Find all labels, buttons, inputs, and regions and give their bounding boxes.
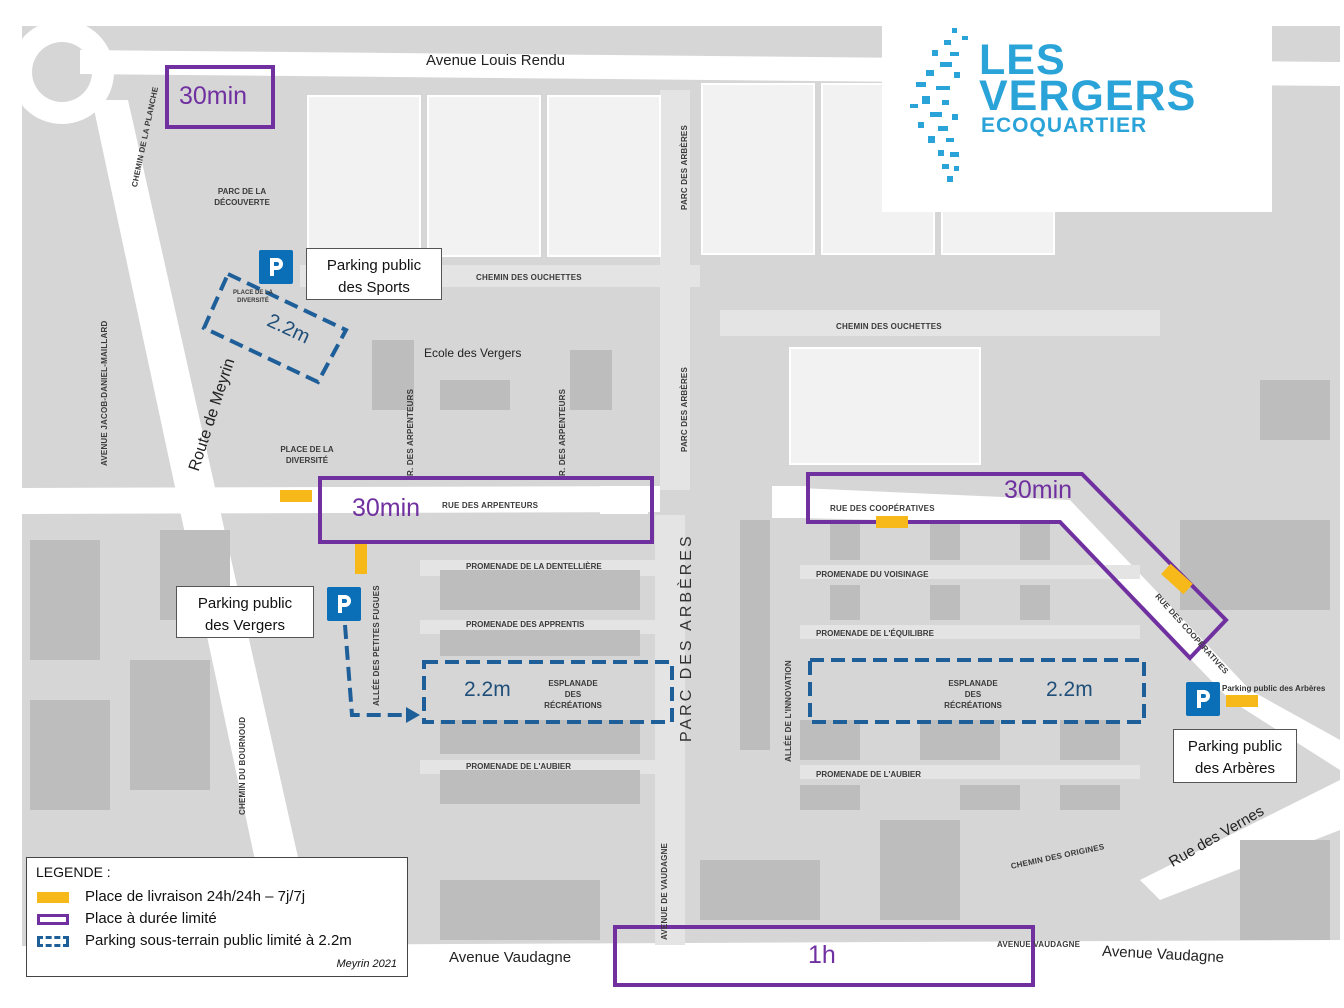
street-avenue-vaudagne-left: Avenue Vaudagne <box>449 949 572 966</box>
legend-underground-label: Parking sous-terrain public limité à 2.2… <box>85 932 352 949</box>
place-equilibre: PROMENADE DE L'ÉQUILIBRE <box>816 629 934 638</box>
legend-row-limited: Place à durée limité <box>37 910 397 930</box>
parking-icon <box>1186 682 1220 716</box>
place-ecole-vergers: Ecole des Vergers <box>424 346 522 360</box>
street-rue-arpenteurs: RUE DES ARPENTEURS <box>442 501 539 510</box>
street-petites-fugues: ALLÉE DES PETITES FUGUES <box>372 585 381 706</box>
limit-label-arpenteurs: 30min <box>352 494 421 522</box>
place-esplanade-right: ESPLANADE DES RÉCRÉATIONS <box>944 679 1002 710</box>
logo-text-les: LES <box>979 36 1066 84</box>
limit-label-top-left: 30min <box>179 82 248 110</box>
limit-zone-top-left <box>165 65 275 129</box>
underground-zone-sports <box>201 271 349 385</box>
street-parc-arberes-top: PARC DES ARBÈRES <box>680 125 689 210</box>
street-arpenteurs-v1: R. DES ARPENTEURS <box>406 388 415 476</box>
logo-text-vergers: VERGERS <box>979 72 1197 120</box>
street-chemin-ouchettes-1: CHEMIN DES OUCHETTES <box>476 273 582 282</box>
legend-delivery-label: Place de livraison 24h/24h – 7j/7j <box>85 888 306 905</box>
place-aubier-left: PROMENADE DE L'AUBIER <box>466 762 572 771</box>
place-dentelliere: PROMENADE DE LA DENTELLIÈRE <box>466 562 602 571</box>
callout-parking-vergers: Parking public des Vergers <box>176 586 314 638</box>
limit-label-cooperatives: 30min <box>1004 476 1073 504</box>
limit-zone-cooperatives <box>806 472 1229 661</box>
street-rue-cooperatives: RUE DES COOPÉRATIVES <box>830 504 935 513</box>
limit-zone-vaudagne <box>613 925 1035 987</box>
street-chemin-bournoud: CHEMIN DU BOURNOUD <box>238 716 247 815</box>
height-label-esplanade-right: 2.2m <box>1046 678 1093 701</box>
delivery-icon <box>876 516 908 528</box>
road-rue-arpenteurs <box>22 486 660 514</box>
street-chemin-ouchettes-2: CHEMIN DES OUCHETTES <box>836 322 942 331</box>
underground-zone-icon <box>37 936 69 947</box>
street-jacob-maillard: AVENUE JACOB-DANIEL-MAILLARD <box>100 320 109 466</box>
place-diversite-small: PLACE DE LA DIVERSITÉ <box>232 290 273 304</box>
underground-route-vergers <box>343 624 410 717</box>
limited-zone-icon <box>37 914 69 925</box>
street-parc-arberes-mid: PARC DES ARBÈRES <box>680 367 689 452</box>
place-aubier-right: PROMENADE DE L'AUBIER <box>816 770 922 779</box>
road-rue-cooperatives <box>800 488 1340 770</box>
street-vaudagne-vertical: AVENUE DE VAUDAGNE <box>660 842 669 940</box>
limit-label-vaudagne: 1h <box>808 941 836 969</box>
legend-title: LEGENDE : <box>36 864 111 880</box>
delivery-icon <box>280 490 312 502</box>
callout-parking-arberes: Parking public des Arbères <box>1173 729 1297 783</box>
street-allee-innovation: ALLÉE DE L'INNOVATION <box>784 660 793 762</box>
height-label-esplanade-left: 2.2m <box>464 678 511 701</box>
street-parc-arberes-big: PARC DES ARBÈRES <box>678 533 695 742</box>
legend-row-underground: Parking sous-terrain public limité à 2.2… <box>37 932 397 952</box>
place-voisinage: PROMENADE DU VOISINAGE <box>816 570 929 579</box>
delivery-icon <box>355 544 367 574</box>
street-avenue-vaudagne-small: AVENUE VAUDAGNE <box>997 940 1081 949</box>
street-arpenteurs-v2: R. DES ARPENTEURS <box>558 388 567 476</box>
limited-duration-zones <box>165 65 1229 987</box>
legend-credit: Meyrin 2021 <box>336 958 397 970</box>
underground-parking-markers <box>201 271 1146 724</box>
place-diversite: PLACE DE LA DIVERSITÉ <box>280 445 334 465</box>
place-parc-decouverte: PARC DE LA DÉCOUVERTE <box>214 187 270 207</box>
legend: LEGENDE : Place de livraison 24h/24h – 7… <box>26 857 408 977</box>
place-esplanade-left: ESPLANADE DES RÉCRÉATIONS <box>544 679 602 710</box>
sports-fields <box>307 83 1055 465</box>
building-blocks <box>30 340 1330 940</box>
callout-parking-sports: Parking public des Sports <box>306 248 442 300</box>
logo-text-ecoquartier: ECOQUARTIER <box>981 114 1148 137</box>
logo-les-vergers: LES VERGERS ECOQUARTIER <box>882 26 1272 212</box>
street-avenue-louis-rendu: Avenue Louis Rendu <box>426 52 565 69</box>
limit-zone-arpenteurs <box>318 476 654 544</box>
place-apprentis: PROMENADE DES APPRENTIS <box>466 620 585 629</box>
delivery-icon <box>1226 695 1258 707</box>
parking-icon <box>327 587 361 621</box>
parking-icon <box>259 250 293 284</box>
legend-row-delivery: Place de livraison 24h/24h – 7j/7j <box>37 888 397 908</box>
place-parking-arberes-small: Parking public des Arbères <box>1222 684 1326 693</box>
logo-mark-icon <box>910 28 968 182</box>
underground-zone-esplanade-right <box>808 658 1146 724</box>
underground-zone-esplanade-left <box>422 660 674 724</box>
legend-limited-label: Place à durée limité <box>85 910 217 927</box>
delivery-icon <box>37 892 69 903</box>
